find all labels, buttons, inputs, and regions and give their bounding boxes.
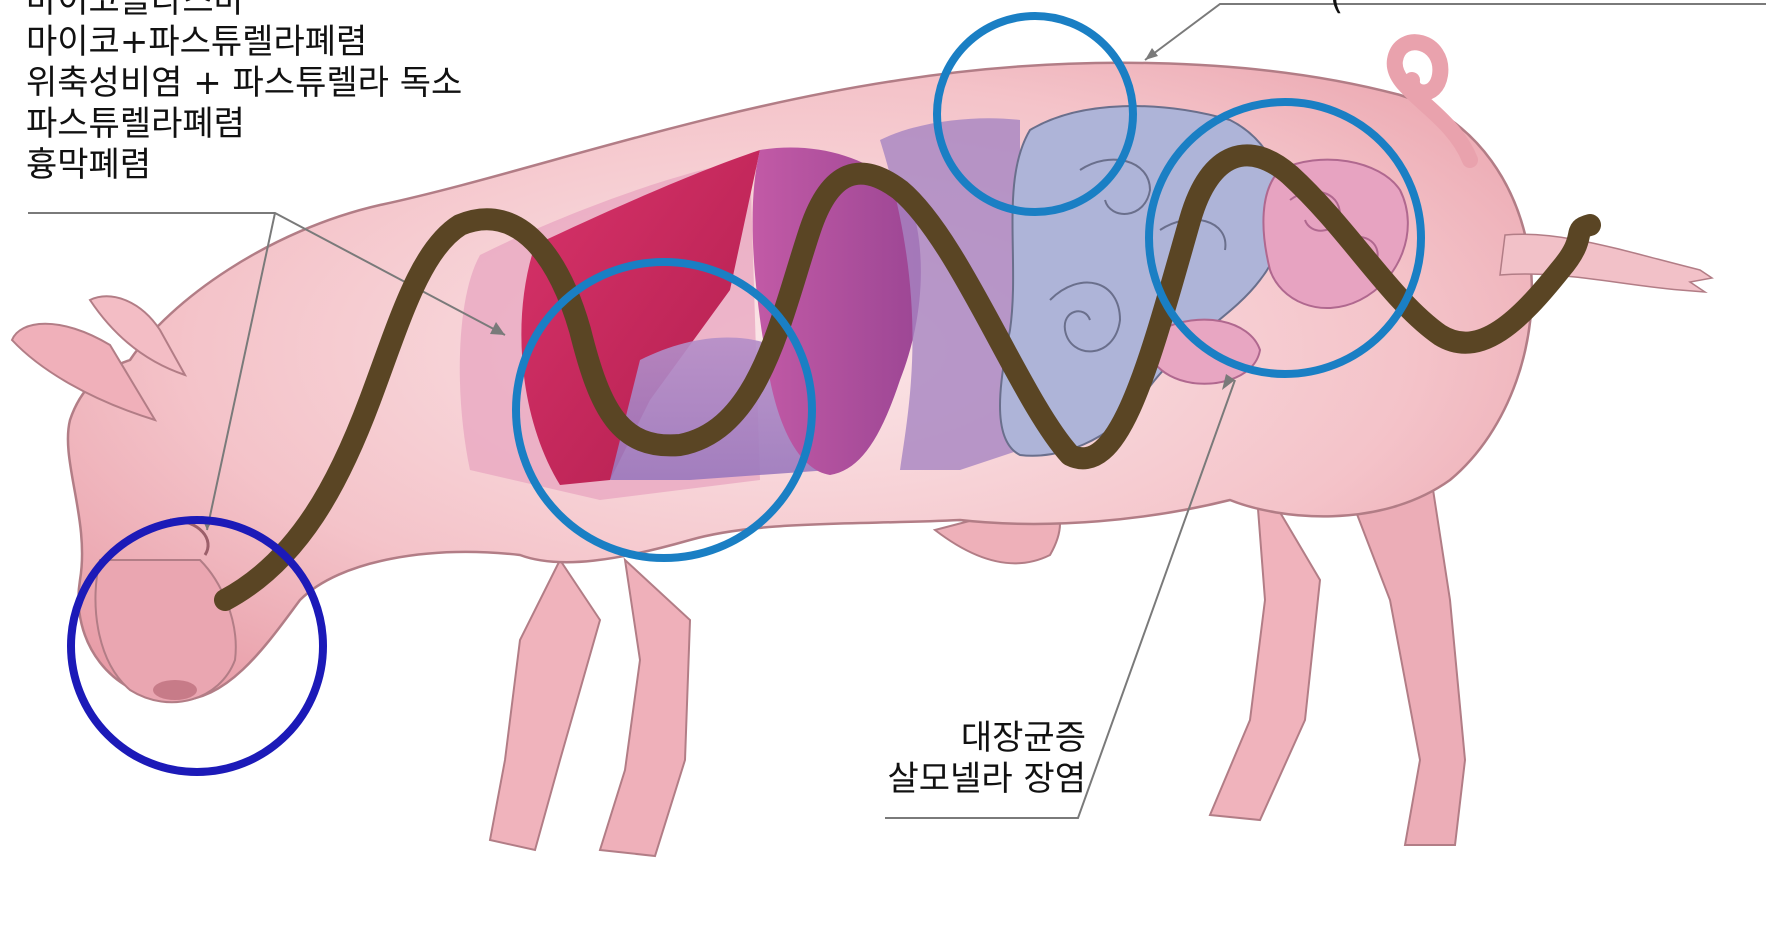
intestinal-disease-labels: 대장균증 살모넬라 장염 bbox=[888, 718, 1087, 800]
label-colibacillosis: 대장균증 bbox=[888, 718, 1087, 759]
arrowhead-top-right bbox=[1145, 48, 1158, 60]
label-pleuropneumonia: 흉막폐렴 bbox=[26, 145, 462, 186]
label-mycoplasma: 마이코플라스마 bbox=[26, 0, 462, 22]
label-pasteurella-pneumonia: 파스튜렐라폐렴 bbox=[26, 104, 462, 145]
respiratory-disease-labels: 마이코플라스마 마이코+파스튜렐라폐렴 위축성비염 + 파스튜렐라 독소 파스튜… bbox=[26, 0, 462, 186]
label-salmonella-enteritis: 살모넬라 장염 bbox=[888, 759, 1087, 800]
label-myco-pasteurella-pneumonia: 마이코+파스튜렐라폐렴 bbox=[26, 22, 462, 63]
top-right-label: ( bbox=[1330, 0, 1343, 19]
label-atrophic-rhinitis: 위축성비염 + 파스튜렐라 독소 bbox=[26, 63, 462, 104]
leader-line-top-right bbox=[1145, 4, 1766, 60]
